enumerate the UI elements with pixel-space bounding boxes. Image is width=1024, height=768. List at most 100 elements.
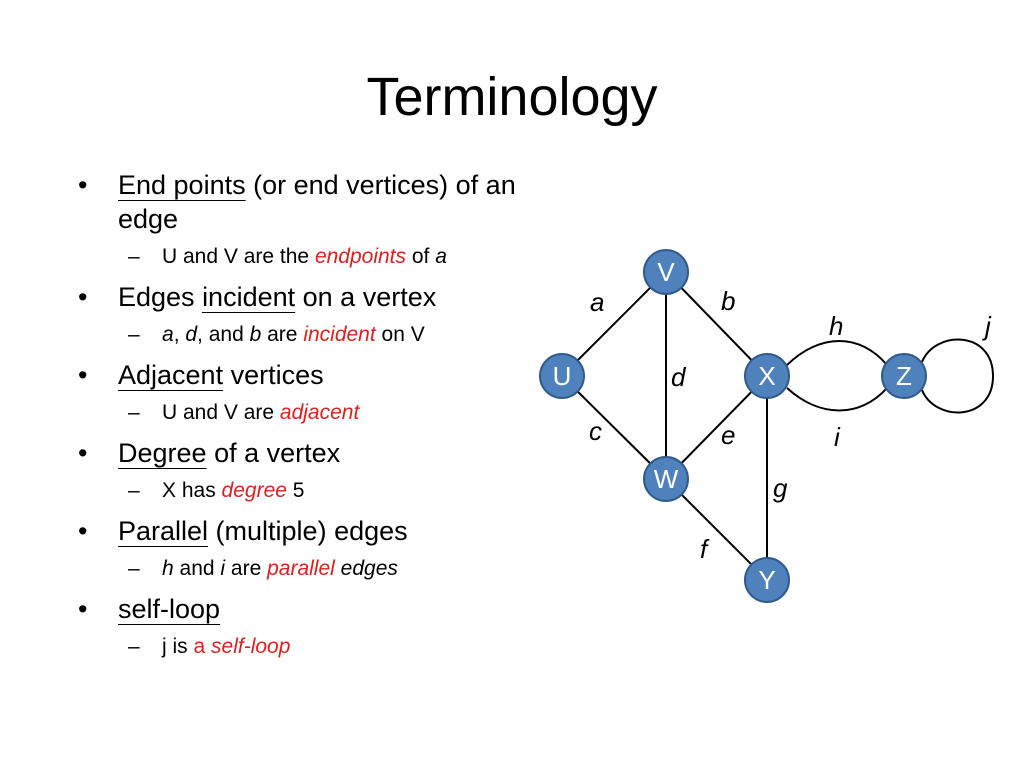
vertex-z: Z	[881, 353, 927, 399]
bullet-self-loop: • self-loop – j is a self-loop	[74, 592, 544, 662]
edge-ref-b: b	[249, 323, 262, 346]
vertex-u-label: U	[553, 361, 572, 391]
vertex-w-label: W	[654, 464, 679, 494]
bullet-dot: •	[78, 170, 88, 200]
sub-text: edges	[334, 557, 398, 580]
sub-text: , and	[197, 323, 250, 346]
bullet-dot: •	[78, 438, 88, 468]
sub-text: are	[225, 557, 268, 580]
sub-dash: –	[128, 479, 140, 502]
edge-label-c: c	[589, 416, 602, 446]
edge-label-e: e	[721, 420, 735, 450]
sub-text: and	[173, 557, 221, 580]
slide-title: Terminology	[366, 67, 658, 127]
keyword-a: a	[193, 635, 212, 658]
term-end-points: End points	[118, 170, 246, 200]
sub-dash: –	[128, 557, 140, 580]
vertex-v-circle	[643, 249, 689, 295]
term-parallel: Parallel	[118, 516, 209, 546]
sub-text: U and V are the	[162, 245, 315, 268]
edge-label-j: j	[982, 311, 992, 341]
edge-ref-h: h	[162, 557, 174, 580]
edge-i	[786, 387, 888, 412]
edge-label-f: f	[700, 534, 710, 564]
sub-dash: –	[128, 323, 140, 346]
edge-label-b: b	[721, 286, 735, 316]
keyword-parallel: parallel	[267, 557, 335, 580]
vertex-v: V	[643, 249, 689, 295]
vertex-z-circle	[881, 353, 927, 399]
vertex-w-circle	[643, 456, 689, 502]
vertex-u-circle	[539, 353, 585, 399]
sub-dash: –	[128, 635, 140, 658]
bullet-text: on a vertex	[295, 282, 437, 312]
edge-label-d: d	[671, 362, 687, 392]
bullet-adjacent: • Adjacent vertices – U and V are adjace…	[74, 358, 544, 428]
sub-text: of	[406, 245, 436, 268]
sub-bullet-incident: – a, d, and b are incident on V	[118, 320, 544, 350]
sub-list: – X has degree 5	[118, 476, 544, 506]
vertices: V U X Z W Y	[539, 249, 927, 603]
bullet-degree: • Degree of a vertex – X has degree 5	[74, 436, 544, 506]
edge-j	[921, 338, 995, 414]
sub-bullet-adjacent: – U and V are adjacent	[118, 398, 544, 428]
vertex-z-label: Z	[896, 361, 912, 391]
edge-h	[786, 340, 888, 366]
sub-list: – j is a self-loop	[118, 632, 544, 662]
keyword-self-loop: self-loop	[211, 635, 291, 658]
edge-ref-a: a	[162, 323, 174, 346]
vertex-y: Y	[744, 557, 790, 603]
bullet-text: (multiple) edges	[208, 516, 408, 546]
bullet-list: • End points (or end vertices) of an edg…	[74, 168, 544, 670]
vertex-v-label: V	[657, 257, 675, 287]
edge-e	[665, 375, 768, 480]
bullet-dot: •	[78, 282, 88, 312]
bullet-dot: •	[78, 594, 88, 624]
sub-bullet-degree: – X has degree 5	[118, 476, 544, 506]
term-degree: Degree	[118, 438, 207, 468]
bullet-end-points: • End points (or end vertices) of an edg…	[74, 168, 544, 272]
edge-a	[561, 271, 667, 377]
edge-label-i: i	[834, 422, 841, 452]
term-adjacent: Adjacent	[118, 360, 224, 390]
edge-label-g: g	[773, 473, 788, 503]
edge-label-a: a	[590, 287, 604, 317]
edge-labels: a b c d e f g h i j	[589, 286, 992, 564]
sub-dash: –	[128, 401, 140, 424]
sub-bullet-endpoints: – U and V are the endpoints of a	[118, 242, 544, 272]
edge-label-h: h	[829, 311, 843, 341]
edge-ref-d: d	[185, 323, 198, 346]
sub-bullet-parallel: – h and i are parallel edges	[118, 554, 544, 584]
bullet-dot: •	[78, 516, 88, 546]
sub-list: – h and i are parallel edges	[118, 554, 544, 584]
vertex-y-circle	[744, 557, 790, 603]
vertex-x-label: X	[758, 361, 775, 391]
edges	[561, 271, 995, 581]
edge-f	[665, 478, 768, 581]
vertex-y-label: Y	[758, 565, 775, 595]
vertex-x: X	[744, 353, 790, 399]
sub-dash: –	[128, 245, 140, 268]
bullet-text: vertices	[223, 360, 324, 390]
bullet-text: Edges	[118, 282, 203, 312]
edge-b	[665, 271, 768, 377]
sub-text: j is	[162, 635, 194, 658]
keyword-adjacent: adjacent	[279, 401, 360, 424]
vertex-w: W	[643, 456, 689, 502]
sub-list: – U and V are adjacent	[118, 398, 544, 428]
edge-c	[561, 375, 667, 480]
edge-ref-a: a	[435, 245, 447, 268]
sub-text: U and V are	[162, 401, 280, 424]
sub-text: X has	[162, 479, 222, 502]
sub-text: are	[261, 323, 304, 346]
bullet-text: of a vertex	[206, 438, 341, 468]
sub-text: ,	[173, 323, 186, 346]
keyword-incident: incident	[303, 323, 376, 346]
bullet-dot: •	[78, 360, 88, 390]
keyword-endpoints: endpoints	[314, 245, 407, 268]
bullet-text: (or end vertices) of an edge	[118, 170, 516, 234]
bullet-parallel: • Parallel (multiple) edges – h and i ar…	[74, 514, 544, 584]
term-self-loop: self-loop	[118, 594, 221, 624]
sub-bullet-self-loop: – j is a self-loop	[118, 632, 544, 662]
